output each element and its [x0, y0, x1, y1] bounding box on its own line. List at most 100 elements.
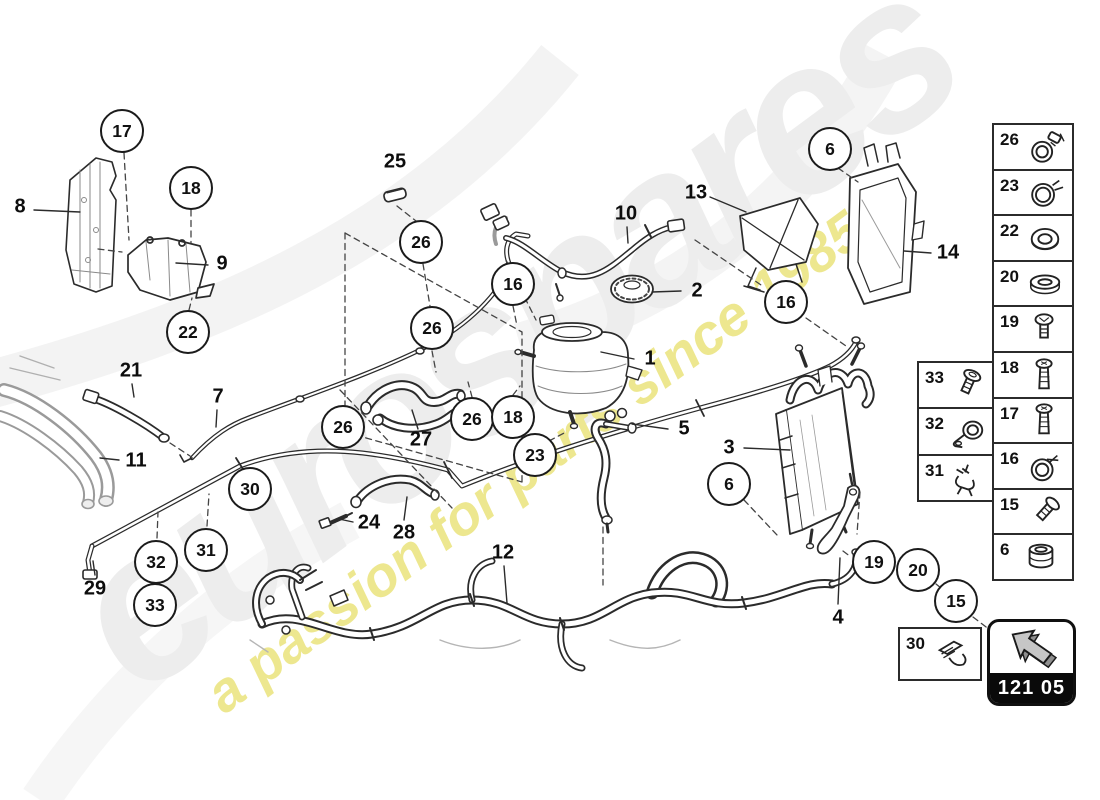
bracket-clamp-icon [944, 409, 992, 453]
callout-16[interactable]: 16 [491, 262, 535, 306]
part-label-10[interactable]: 10 [614, 202, 638, 225]
part-label-14[interactable]: 14 [936, 241, 960, 264]
part-label-29[interactable]: 29 [83, 577, 107, 600]
hardware-cell-number: 23 [1000, 175, 1019, 195]
part-label-8[interactable]: 8 [14, 195, 26, 218]
callout-17[interactable]: 17 [100, 109, 144, 153]
hardware-cell-15[interactable]: 15 [992, 487, 1074, 536]
hardware-cell-16[interactable]: 16 [992, 442, 1074, 490]
part-2-cap-drawing [610, 274, 654, 304]
callout-26[interactable]: 26 [410, 306, 454, 350]
part-label-4[interactable]: 4 [832, 606, 844, 629]
hardware-cell-17[interactable]: 17 [992, 396, 1074, 445]
worm-clamp-icon [1019, 125, 1072, 169]
part-label-7[interactable]: 7 [212, 385, 224, 408]
arrow-up-left-icon [990, 622, 1073, 673]
callout-6[interactable]: 6 [808, 127, 852, 171]
callout-22[interactable]: 22 [166, 310, 210, 354]
hardware-cell-number: 16 [1000, 449, 1019, 469]
grommet-icon [1019, 216, 1072, 260]
callout-18[interactable]: 18 [169, 166, 213, 210]
callout-31[interactable]: 31 [184, 528, 228, 572]
sheet-clip-icon [925, 629, 980, 679]
angled-screw-icon [1019, 490, 1072, 534]
part-25-fitting-drawing [383, 187, 407, 203]
hardware-cell-18[interactable]: 18 [992, 350, 1074, 399]
callout-20[interactable]: 20 [896, 548, 940, 592]
callout-16[interactable]: 16 [764, 280, 808, 324]
hardware-cell-19[interactable]: 19 [992, 305, 1074, 353]
hardware-cell-number: 18 [1000, 357, 1019, 377]
bushing-icon [1009, 535, 1072, 579]
part-label-21[interactable]: 21 [119, 359, 143, 382]
part-11-hose-pair-drawing [0, 355, 115, 510]
part-label-9[interactable]: 9 [216, 252, 228, 275]
callout-15[interactable]: 15 [934, 579, 978, 623]
hardware-cell-number: 6 [1000, 540, 1010, 560]
part-14-air-guide-drawing [847, 142, 925, 305]
part-4-bracket-drawing [816, 472, 861, 555]
part-21-hose-drawing [82, 388, 170, 443]
ring-clamp-icon [1019, 171, 1072, 215]
callout-26[interactable]: 26 [450, 397, 494, 441]
callout-19[interactable]: 19 [852, 540, 896, 584]
part-3-radiator-drawing [775, 342, 875, 550]
hardware-legend-left-column: 33 32 31 [917, 361, 994, 503]
solid-leader-lines [33, 196, 932, 605]
hardware-cell-number: 31 [925, 460, 944, 480]
part-8-shield-plate-drawing [65, 157, 117, 293]
hardware-cell-number: 17 [1000, 403, 1019, 423]
part-label-5[interactable]: 5 [678, 417, 690, 440]
washer-icon [1019, 262, 1072, 306]
hardware-legend-extra-box: 30 [898, 627, 982, 681]
part-9-bracket-drawing [127, 236, 215, 301]
part-label-13[interactable]: 13 [684, 181, 708, 204]
hardware-cell-23[interactable]: 23 [992, 168, 1074, 217]
long-screw-icon [1019, 399, 1072, 443]
part-label-24[interactable]: 24 [357, 511, 381, 534]
hardware-cell-33[interactable]: 33 [917, 361, 994, 410]
hardware-cell-32[interactable]: 32 [917, 407, 994, 456]
part-24-fitting-drawing [318, 512, 353, 529]
hardware-cell-6[interactable]: 6 [992, 533, 1074, 581]
part-label-25[interactable]: 25 [383, 150, 407, 173]
callout-6[interactable]: 6 [707, 462, 751, 506]
callout-26[interactable]: 26 [399, 220, 443, 264]
part-5-hose-drawing [590, 407, 637, 534]
hardware-cell-number: 15 [1000, 494, 1019, 514]
callout-18[interactable]: 18 [491, 395, 535, 439]
hardware-cell-number: 32 [925, 414, 944, 434]
hardware-cell-22[interactable]: 22 [992, 214, 1074, 262]
callout-26[interactable]: 26 [321, 405, 365, 449]
part-label-28[interactable]: 28 [392, 521, 416, 544]
hardware-cell-number: 33 [925, 368, 944, 387]
long-screw-icon [1019, 353, 1072, 397]
callout-30[interactable]: 30 [228, 467, 272, 511]
hardware-cell-20[interactable]: 20 [992, 259, 1074, 308]
callout-33[interactable]: 33 [133, 583, 177, 627]
part-1-expansion-tank-drawing [514, 314, 643, 430]
part-13-air-duct-drawing [739, 197, 819, 293]
callout-23[interactable]: 23 [513, 433, 557, 477]
hardware-cell-31[interactable]: 31 [917, 453, 994, 503]
hardware-cell-26[interactable]: 26 [992, 123, 1074, 171]
part-12-pipe-assembly-drawing [249, 548, 861, 672]
part-label-2[interactable]: 2 [691, 279, 703, 302]
part-group-code: 121 05 [990, 673, 1073, 703]
callout-32[interactable]: 32 [134, 540, 178, 584]
hardware-cell-number: 30 [906, 634, 925, 653]
spring-clip-icon [944, 456, 992, 500]
part-label-27[interactable]: 27 [409, 428, 433, 451]
part-label-3[interactable]: 3 [723, 436, 735, 459]
part-label-12[interactable]: 12 [491, 541, 515, 564]
hardware-cell-30[interactable]: 30 [898, 627, 982, 681]
part-group-badge[interactable]: 121 05 [987, 619, 1076, 706]
spring-clamp-icon [1019, 444, 1072, 488]
part-label-11[interactable]: 11 [125, 449, 147, 472]
part-label-1[interactable]: 1 [644, 347, 656, 370]
